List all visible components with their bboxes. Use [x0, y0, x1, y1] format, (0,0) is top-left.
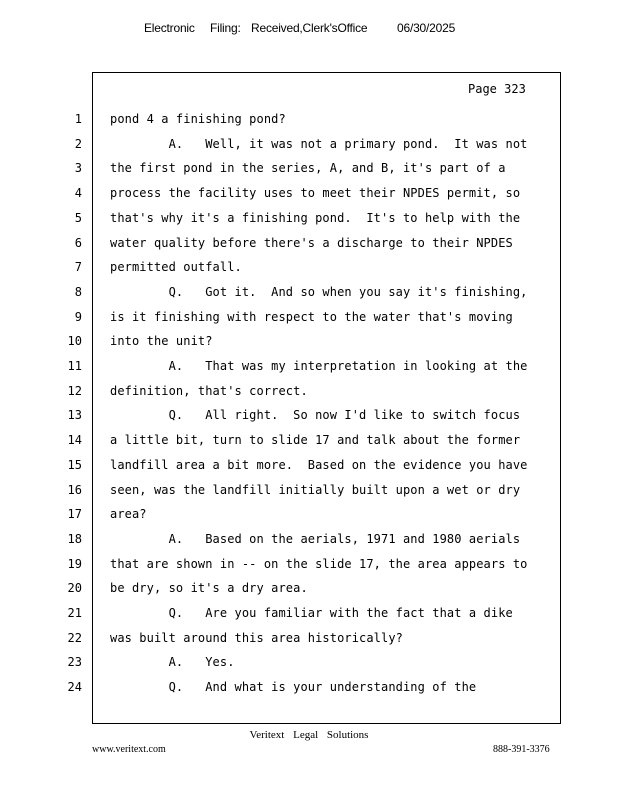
line-number: 19 — [67, 556, 82, 571]
footer-phone: 888-391-3376 — [493, 744, 550, 755]
transcript-line: is it finishing with respect to the wate… — [110, 309, 513, 324]
transcript-line: A. Well, it was not a primary pond. It w… — [110, 136, 528, 151]
footer-company: Veritext Legal Solutions — [249, 729, 369, 741]
line-number: 1 — [74, 112, 82, 126]
transcript-line: that's why it's a finishing pond. It's t… — [110, 210, 521, 225]
stamp-date: 06/30/2025 — [397, 21, 456, 35]
line-number: 8 — [74, 284, 82, 299]
transcript-line: process the facility uses to meet their … — [110, 186, 521, 201]
line-number: 24 — [67, 680, 82, 695]
transcript-line: Q. And what is your understanding of the — [110, 680, 477, 695]
line-number: 21 — [67, 606, 82, 620]
transcript-line: area? — [110, 507, 147, 522]
line-number: 17 — [67, 507, 82, 522]
transcript-line: A. Based on the aerials, 1971 and 1980 a… — [110, 531, 521, 546]
transcript-line: Q. All right. So now I'd like to switch … — [110, 408, 521, 423]
stamp-electronic: Electronic — [144, 21, 195, 35]
transcript-line: Q. Are you familiar with the fact that a… — [110, 606, 513, 620]
line-number: 23 — [67, 655, 82, 670]
line-number: 6 — [74, 235, 82, 250]
line-number: 5 — [74, 210, 82, 225]
transcript-line: permitted outfall. — [110, 260, 242, 275]
transcript-page-frame — [92, 72, 561, 724]
line-number: 10 — [67, 334, 82, 349]
line-number: 11 — [67, 359, 82, 373]
line-number: 4 — [74, 186, 82, 201]
transcript-line: the first pond in the series, A, and B, … — [110, 161, 506, 176]
transcript-line: definition, that's correct. — [110, 383, 308, 398]
line-number: 15 — [67, 457, 82, 472]
transcript-line: be dry, so it's a dry area. — [110, 581, 308, 596]
line-number: 14 — [67, 433, 82, 448]
line-number: 16 — [67, 482, 82, 497]
page-number: Page 323 — [468, 82, 526, 96]
transcript-line: into the unit? — [110, 334, 213, 349]
transcript-line: a little bit, turn to slide 17 and talk … — [110, 433, 521, 448]
line-number: 18 — [67, 531, 82, 546]
transcript-line: water quality before there's a discharge… — [110, 235, 513, 250]
transcript-line: seen, was the landfill initially built u… — [110, 482, 521, 497]
transcript-line: Q. Got it. And so when you say it's fini… — [110, 284, 528, 299]
line-number: 22 — [67, 630, 82, 645]
line-number: 12 — [67, 383, 82, 398]
transcript-line: landfill area a bit more. Based on the e… — [110, 457, 528, 472]
stamp-filing: Filing: — [210, 21, 241, 35]
transcript-line: was built around this area historically? — [110, 630, 403, 645]
line-number: 9 — [74, 309, 82, 324]
transcript-line: A. That was my interpretation in looking… — [110, 359, 528, 373]
line-number: 20 — [67, 581, 82, 596]
line-number: 2 — [74, 136, 82, 151]
line-number: 13 — [67, 408, 82, 423]
transcript-line: pond 4 a finishing pond? — [110, 112, 286, 126]
line-number: 3 — [74, 161, 82, 176]
stamp-received: Received,Clerk'sOffice — [251, 21, 368, 35]
transcript-line: A. Yes. — [110, 655, 235, 670]
footer-website: www.veritext.com — [92, 744, 166, 755]
line-number: 7 — [74, 260, 82, 275]
transcript-line: that are shown in -- on the slide 17, th… — [110, 556, 528, 571]
